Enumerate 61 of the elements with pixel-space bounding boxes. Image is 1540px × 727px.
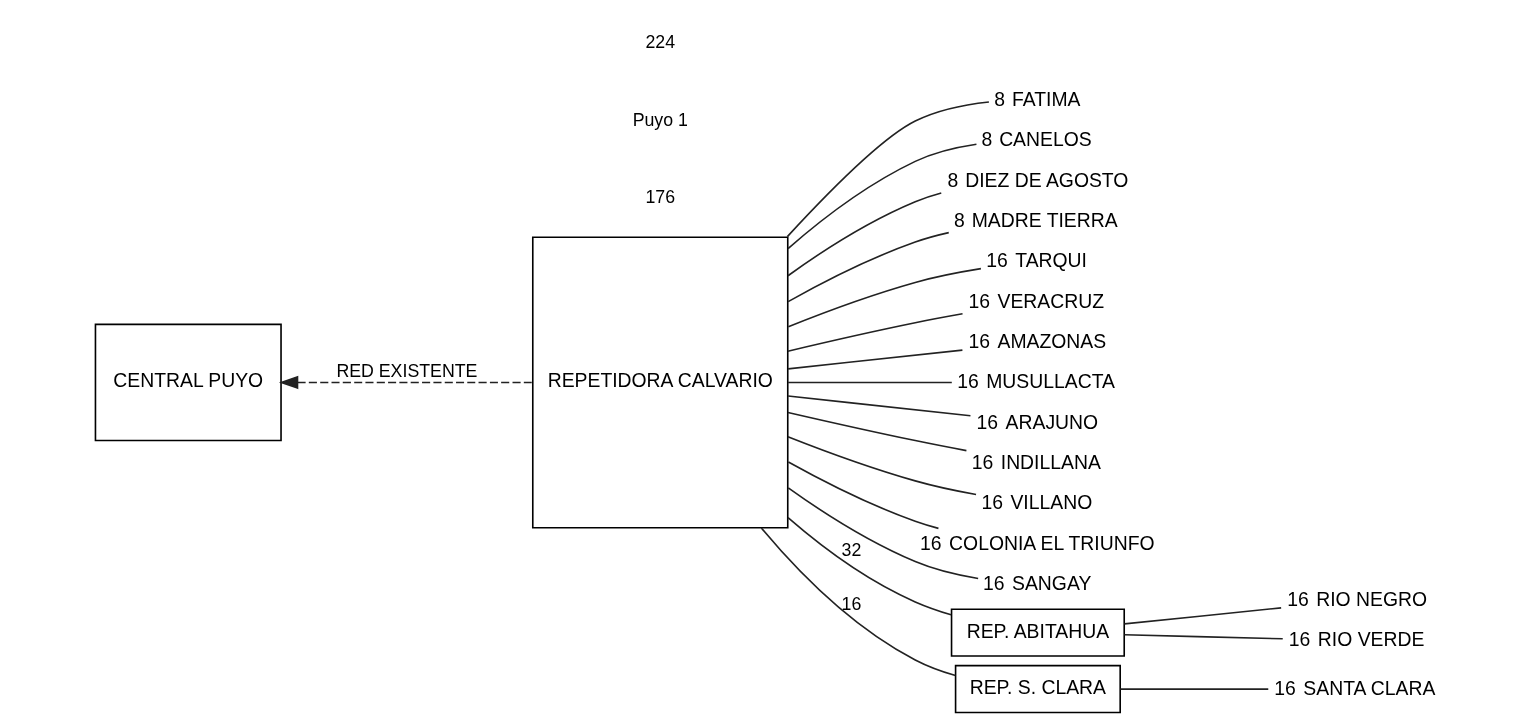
arrow — [278, 375, 534, 390]
connector — [1123, 607, 1282, 625]
edge-label: 32 — [841, 540, 862, 561]
connector — [787, 461, 940, 530]
node-text: CANELOS — [999, 128, 1092, 151]
connector — [787, 435, 977, 496]
label: 176 — [645, 187, 676, 208]
connector — [787, 411, 968, 452]
edge-label: 16 — [841, 593, 862, 614]
node-text: INDILLANA — [1000, 450, 1101, 473]
connector — [786, 101, 990, 238]
node-box: REP. S. CLARA — [954, 664, 1121, 714]
node-label: 8 — [981, 128, 993, 151]
label: Puyo 1 — [632, 109, 688, 130]
node-label: 16 — [920, 531, 942, 554]
node-label: 16 — [976, 410, 999, 433]
node-label: 16 — [1287, 588, 1309, 611]
node-label: 8 — [994, 87, 1006, 110]
label: 224 — [645, 32, 676, 53]
node-text: TARQUI — [1015, 249, 1087, 272]
edge-label: RED EXISTENTE — [336, 361, 478, 382]
node-text: VERACRUZ — [997, 289, 1105, 312]
node-box: CENTRAL PUYO — [94, 323, 282, 442]
node-text: SANGAY — [1012, 571, 1092, 594]
node-label: 16 — [1288, 628, 1311, 651]
node-text: AMAZONAS — [997, 329, 1107, 352]
node-box: REP. ABITAHUA — [950, 608, 1126, 657]
node-label: 8 — [947, 168, 959, 191]
node-label: 16 — [971, 450, 994, 473]
node-label: 16 — [986, 249, 1008, 272]
node-text: RIO NEGRO — [1316, 588, 1428, 611]
node-label: 16 — [983, 571, 1005, 594]
connector — [1119, 688, 1270, 690]
connector — [787, 143, 978, 250]
connector — [787, 395, 972, 417]
node-label: 8 — [953, 208, 965, 231]
node-text: DIEZ DE AGOSTO — [965, 168, 1129, 191]
node-text: COLONIA EL TRIUNFO — [949, 531, 1155, 554]
node-text: RIO VERDE — [1317, 628, 1425, 651]
node-box: REPETIDORA CALVARIO — [531, 236, 789, 529]
connector — [787, 313, 964, 352]
node-text: ARAJUNO — [1005, 410, 1099, 433]
node-label: 16 — [957, 370, 979, 393]
connector — [787, 487, 979, 580]
connector — [760, 527, 957, 677]
node-label: 16 — [968, 289, 991, 312]
node-text: VILLANO — [1010, 491, 1093, 514]
connector — [787, 516, 952, 616]
connector — [787, 381, 953, 384]
connector — [787, 349, 964, 370]
node-label: 16 — [1274, 676, 1296, 699]
node-label: 16 — [981, 491, 1003, 514]
connector — [787, 267, 982, 328]
node-text: SANTA CLARA — [1303, 676, 1436, 699]
connector — [1123, 633, 1284, 640]
node-text: MUSULLACTA — [986, 370, 1115, 393]
node-text: MADRE TIERRA — [971, 208, 1118, 231]
node-label: 16 — [968, 329, 991, 352]
connector — [787, 231, 950, 303]
connector — [787, 192, 943, 277]
node-text: FATIMA — [1012, 87, 1081, 110]
